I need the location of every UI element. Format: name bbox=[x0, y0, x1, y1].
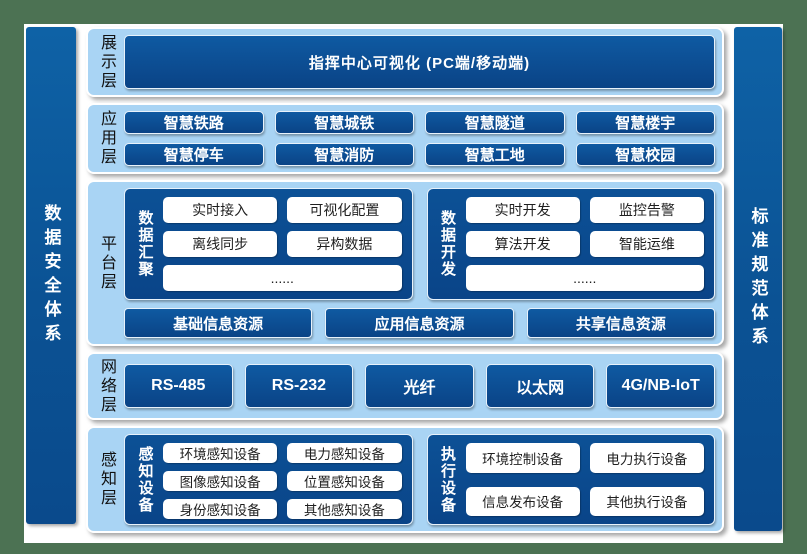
platform-chip-algorithm-dev: 算法开发 bbox=[465, 231, 580, 257]
data-development-chips: 实时开发 监控告警 算法开发 智能运维 ...... bbox=[465, 197, 704, 291]
network-layer-content: RS-485 RS-232 光纤 以太网 4G/NB-IoT bbox=[124, 354, 722, 418]
device-chip-power-execution: 电力执行设备 bbox=[589, 443, 704, 473]
data-aggregation-chips: 实时接入 可视化配置 离线同步 异构数据 ...... bbox=[163, 197, 402, 291]
application-layer-content: 智慧铁路 智慧城铁 智慧隧道 智慧楼宇 智慧停车 智慧消防 智慧工地 智慧校园 bbox=[124, 105, 722, 172]
resource-basic-info: 基础信息资源 bbox=[124, 308, 313, 338]
device-chip-info-publishing: 信息发布设备 bbox=[465, 486, 580, 516]
application-grid: 智慧铁路 智慧城铁 智慧隧道 智慧楼宇 智慧停车 智慧消防 智慧工地 智慧校园 bbox=[124, 111, 715, 166]
network-items-row: RS-485 RS-232 光纤 以太网 4G/NB-IoT bbox=[124, 360, 715, 412]
platform-chip-more: ...... bbox=[163, 265, 402, 291]
data-development-title: 数据开发 bbox=[439, 210, 456, 278]
perception-groups-row: 感知设备 环境感知设备 电力感知设备 图像感知设备 位置感知设备 身份感知设备 … bbox=[124, 434, 715, 525]
command-center-banner: 指挥中心可视化 (PC端/移动端) bbox=[124, 35, 715, 89]
device-chip-env-control: 环境控制设备 bbox=[465, 443, 580, 473]
perception-layer-content: 感知设备 环境感知设备 电力感知设备 图像感知设备 位置感知设备 身份感知设备 … bbox=[124, 428, 722, 531]
data-security-label: 数据安全体系 bbox=[41, 203, 61, 348]
platform-layer-label: 平台层 bbox=[98, 234, 115, 292]
platform-chip-intelligent-ops: 智能运维 bbox=[589, 231, 704, 257]
device-chip-power-sensing: 电力感知设备 bbox=[287, 443, 402, 463]
data-development-group: 数据开发 实时开发 监控告警 算法开发 智能运维 ...... bbox=[426, 188, 715, 300]
perception-layer-label: 感知层 bbox=[98, 451, 115, 508]
data-aggregation-group: 数据汇聚 实时接入 可视化配置 离线同步 异构数据 ...... bbox=[124, 188, 413, 300]
platform-chip-realtime-dev: 实时开发 bbox=[465, 197, 580, 223]
app-item-smart-building: 智慧楼宇 bbox=[575, 111, 715, 134]
platform-groups-row: 数据汇聚 实时接入 可视化配置 离线同步 异构数据 ...... 数据开发 bbox=[124, 188, 715, 300]
display-layer-panel: 展示层 指挥中心可视化 (PC端/移动端) bbox=[86, 27, 724, 97]
platform-chip-heterogeneous-data: 异构数据 bbox=[287, 231, 402, 257]
execution-devices-group: 执行设备 环境控制设备 电力执行设备 信息发布设备 其他执行设备 bbox=[426, 434, 715, 525]
device-chip-other-execution: 其他执行设备 bbox=[589, 486, 704, 516]
network-layer-panel: 网络层 RS-485 RS-232 光纤 以太网 4G/NB-IoT bbox=[86, 352, 724, 420]
device-chip-position-sensing: 位置感知设备 bbox=[287, 471, 402, 491]
standards-label: 标准规范体系 bbox=[748, 207, 768, 351]
standards-sidebar: 标准规范体系 bbox=[734, 27, 782, 531]
perception-layer-panel: 感知层 感知设备 环境感知设备 电力感知设备 图像感知设备 位置感知设备 身份感… bbox=[86, 426, 724, 533]
network-item-rs232: RS-232 bbox=[244, 364, 354, 408]
app-item-smart-metro: 智慧城铁 bbox=[274, 111, 414, 134]
network-item-ethernet: 以太网 bbox=[485, 364, 595, 408]
application-layer-label: 应用层 bbox=[98, 110, 115, 167]
platform-chip-realtime-access: 实时接入 bbox=[163, 197, 278, 223]
network-layer-label: 网络层 bbox=[98, 357, 115, 415]
platform-layer-panel: 平台层 数据汇聚 实时接入 可视化配置 离线同步 异构数据 ...... bbox=[86, 180, 724, 346]
display-layer-content: 指挥中心可视化 (PC端/移动端) bbox=[124, 29, 722, 95]
platform-chip-monitor-alert: 监控告警 bbox=[589, 197, 704, 223]
platform-chip-more: ...... bbox=[465, 265, 704, 291]
platform-chip-offline-sync: 离线同步 bbox=[163, 231, 278, 257]
app-item-smart-campus: 智慧校园 bbox=[575, 143, 715, 166]
platform-chip-visual-config: 可视化配置 bbox=[287, 197, 402, 223]
execution-devices-chips: 环境控制设备 电力执行设备 信息发布设备 其他执行设备 bbox=[465, 443, 704, 516]
resource-application-info: 应用信息资源 bbox=[325, 308, 514, 338]
application-layer-panel: 应用层 智慧铁路 智慧城铁 智慧隧道 智慧楼宇 智慧停车 智慧消防 智慧工地 智… bbox=[86, 103, 724, 174]
diagram-background: 数据安全体系 展示层 指挥中心可视化 (PC端/移动端) 应用层 智慧铁路 智慧… bbox=[24, 24, 783, 543]
app-item-smart-site: 智慧工地 bbox=[425, 143, 565, 166]
information-resources-row: 基础信息资源 应用信息资源 共享信息资源 bbox=[124, 308, 715, 338]
network-item-fiber: 光纤 bbox=[365, 364, 474, 408]
sensing-devices-chips: 环境感知设备 电力感知设备 图像感知设备 位置感知设备 身份感知设备 其他感知设… bbox=[163, 443, 402, 519]
sensing-devices-title: 感知设备 bbox=[136, 445, 154, 514]
layers-column: 展示层 指挥中心可视化 (PC端/移动端) 应用层 智慧铁路 智慧城铁 智慧隧道… bbox=[86, 27, 724, 533]
device-chip-env-sensing: 环境感知设备 bbox=[163, 443, 278, 463]
app-item-smart-railway: 智慧铁路 bbox=[124, 111, 264, 134]
app-item-smart-tunnel: 智慧隧道 bbox=[425, 111, 565, 134]
resource-shared-info: 共享信息资源 bbox=[526, 308, 715, 338]
data-aggregation-title: 数据汇聚 bbox=[136, 210, 154, 278]
network-item-rs485: RS-485 bbox=[124, 364, 233, 408]
device-chip-image-sensing: 图像感知设备 bbox=[163, 471, 278, 491]
sensing-devices-group: 感知设备 环境感知设备 电力感知设备 图像感知设备 位置感知设备 身份感知设备 … bbox=[124, 434, 413, 525]
data-security-sidebar: 数据安全体系 bbox=[26, 27, 76, 524]
device-chip-other-sensing: 其他感知设备 bbox=[287, 499, 402, 519]
app-item-smart-fire: 智慧消防 bbox=[274, 143, 414, 166]
execution-devices-title: 执行设备 bbox=[439, 445, 456, 514]
device-chip-identity-sensing: 身份感知设备 bbox=[163, 499, 278, 519]
display-layer-label: 展示层 bbox=[98, 33, 115, 91]
platform-layer-content: 数据汇聚 实时接入 可视化配置 离线同步 异构数据 ...... 数据开发 bbox=[124, 182, 722, 344]
network-item-4g-nbiot: 4G/NB-IoT bbox=[606, 364, 715, 408]
app-item-smart-parking: 智慧停车 bbox=[124, 143, 264, 166]
